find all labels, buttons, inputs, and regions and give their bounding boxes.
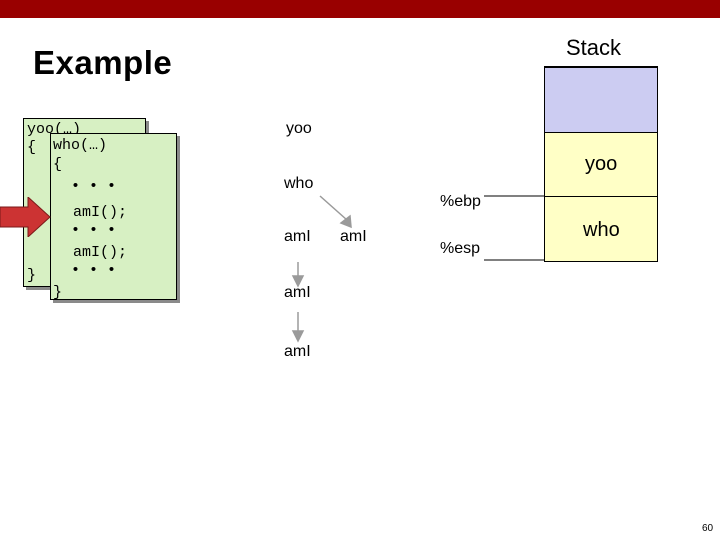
code-line: amI(); xyxy=(73,204,128,221)
tree-node-who: who xyxy=(284,175,314,192)
tree-node-ami: amI xyxy=(284,228,311,245)
code-line: • • • xyxy=(71,222,117,239)
tree-edge xyxy=(319,195,348,221)
tree-node-yoo: yoo xyxy=(286,120,312,137)
tree-node-ami: amI xyxy=(284,343,311,360)
code-line: amI(); xyxy=(73,244,128,261)
esp-label: %esp xyxy=(440,240,481,257)
code-line: { xyxy=(27,139,37,156)
tree-edge-arrowhead xyxy=(291,275,305,288)
tree-edge-arrowhead xyxy=(291,330,305,343)
code-line: • • • xyxy=(71,262,117,279)
current-line-arrow-icon xyxy=(0,197,51,237)
stack-frame-label: yoo xyxy=(585,153,618,175)
stack-title: Stack xyxy=(566,35,622,60)
code-line: } xyxy=(53,284,63,301)
page-number: 60 xyxy=(702,523,714,534)
ebp-label: %ebp xyxy=(440,193,481,210)
code-card-who: who(…) { • • • amI(); • • • amI(); • • •… xyxy=(50,133,177,301)
stack-frame-label: who xyxy=(583,219,620,241)
tree-edge-arrowhead xyxy=(339,214,352,229)
stack-frame-yoo: yoo xyxy=(544,132,658,198)
code-line: • • • xyxy=(71,178,117,195)
title-bar-stripe xyxy=(0,0,720,18)
slide-title: Example xyxy=(33,44,173,81)
stack-frame-caller xyxy=(544,66,658,135)
stack-frame-who: who xyxy=(544,196,658,262)
code-line: { xyxy=(53,156,63,173)
tree-node-ami: amI xyxy=(340,228,367,245)
code-line: } xyxy=(27,267,37,284)
tree-node-ami: amI xyxy=(284,284,311,301)
code-line: who(…) xyxy=(53,137,108,154)
